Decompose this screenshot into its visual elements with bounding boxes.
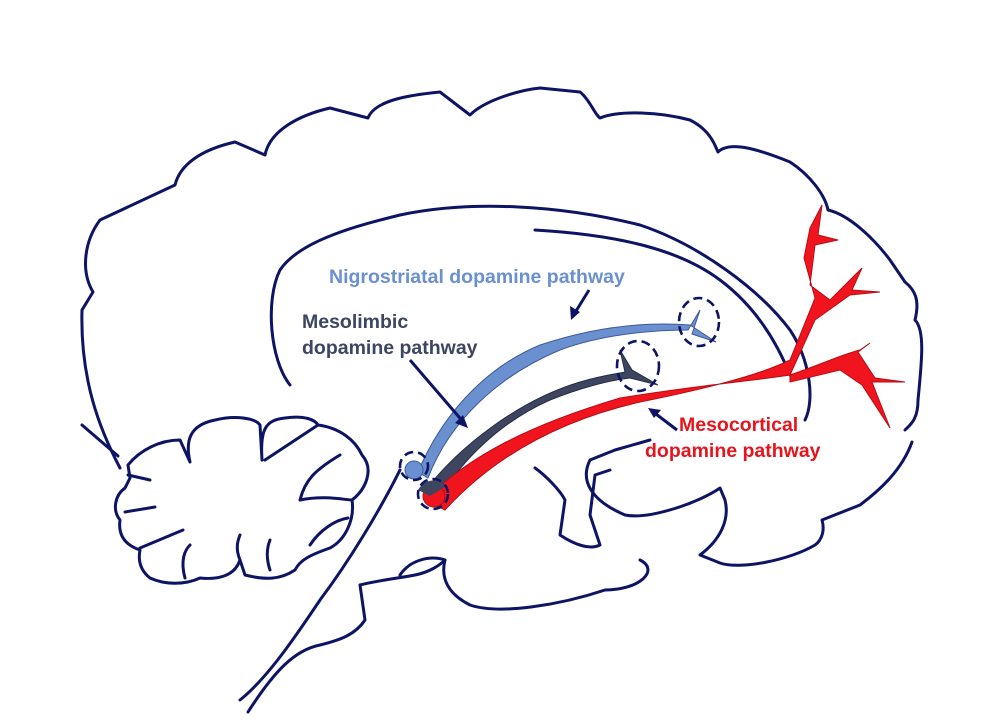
cerebellum-fold-3 [138, 528, 185, 550]
mesocortical-lower-branch [789, 342, 906, 429]
corpus-callosum-outer [269, 204, 812, 422]
striatum-marker [677, 296, 721, 348]
temporal-inner-outline [533, 466, 612, 549]
cerebellum-fold-2 [123, 505, 157, 514]
nucleus-accumbens-marker [615, 339, 661, 393]
vta-marker [416, 477, 450, 511]
mesocortical-label-line1: Mesocortical [679, 414, 799, 436]
mesolimbic-label-line2: dopamine pathway [302, 337, 478, 359]
temporal-lobe-outline [398, 556, 650, 611]
nigrostriatal-pathway [417, 309, 717, 479]
cerebellum-fold-7 [308, 516, 350, 547]
cerebellum-fold-4 [181, 543, 192, 580]
mesolimbic-label-line1: Mesolimbic [302, 311, 409, 333]
mesocortical-arrow [648, 408, 678, 432]
cerebellum-fold-5 [235, 533, 242, 562]
medulla-left [80, 423, 120, 458]
substantia-nigra-marker [398, 450, 430, 482]
cerebellum-fold-6 [265, 538, 272, 572]
brainstem-front [238, 468, 402, 702]
corpus-callosum-inner [533, 228, 792, 377]
nigrostriatal-arrow [570, 289, 591, 320]
cerebellum-outline [113, 415, 370, 585]
cerebellum-fold-1 [126, 473, 152, 482]
mesocortical-pathway [424, 204, 881, 511]
pons-outline [358, 558, 447, 587]
nigrostriatal-label: Nigrostriatal dopamine pathway [329, 266, 625, 288]
cerebellum-fold-8 [298, 453, 342, 502]
mesocortical-label-line2: dopamine pathway [645, 440, 821, 462]
substantia-nigra [404, 460, 424, 480]
frontal-lower-outline [584, 438, 914, 567]
brainstem-back [246, 583, 367, 714]
vta-mesolimbic-origin [418, 480, 446, 496]
mesolimbic-arrow [408, 359, 468, 428]
cerebrum-outline [80, 86, 924, 470]
